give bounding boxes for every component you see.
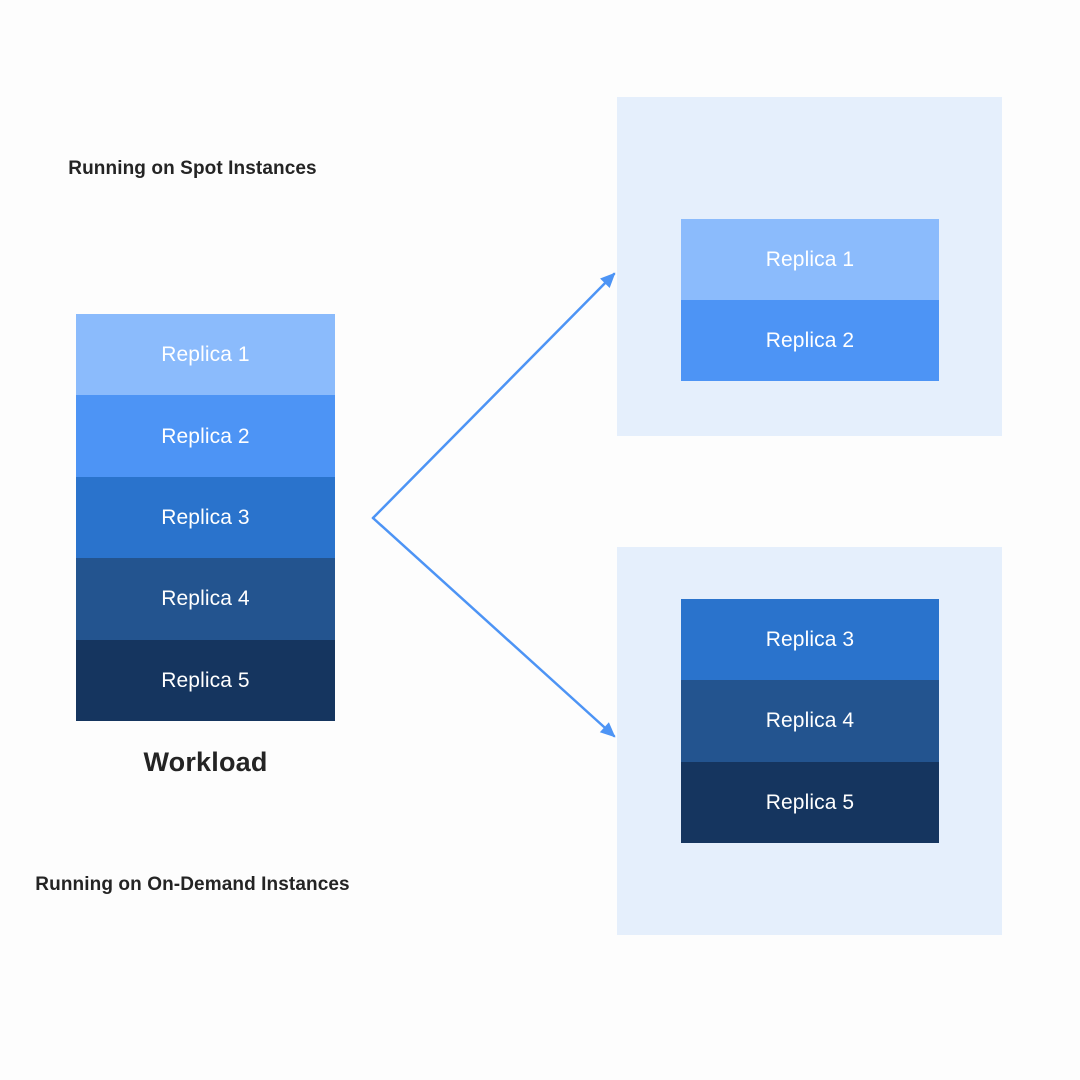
workload-group: Replica 1 Replica 2 Replica 3 Replica 4 …: [76, 314, 335, 778]
replica-label: Replica 2: [161, 424, 250, 448]
replica-label: Replica 4: [161, 587, 250, 611]
replica-label: Replica 5: [161, 668, 250, 692]
arrow-to-spot: [371, 272, 616, 520]
spot-replica-block[interactable]: Replica 2: [681, 300, 939, 381]
arrow-to-ondemand: [371, 516, 616, 738]
spot-replica-stack: Replica 1 Replica 2: [681, 219, 939, 381]
replica-label: Replica 4: [765, 709, 855, 733]
workload-title: Workload: [143, 747, 268, 777]
workload-replica-stack: Replica 1 Replica 2 Replica 3 Replica 4 …: [76, 314, 335, 722]
replica-label: Replica 1: [765, 248, 855, 271]
workload-replica-block[interactable]: Replica 5: [76, 639, 335, 722]
ondemand-replica-block[interactable]: Replica 3: [681, 599, 939, 681]
workload-replica-block[interactable]: Replica 2: [76, 395, 335, 477]
panel-spot-title: Running on Spot Instances: [68, 158, 317, 179]
workload-replica-block[interactable]: Replica 3: [76, 476, 335, 559]
replica-label: Replica 2: [765, 329, 855, 352]
replica-label: Replica 5: [765, 790, 855, 814]
workload-replica-block[interactable]: Replica 1: [76, 314, 335, 396]
spot-replica-block[interactable]: Replica 1: [681, 219, 939, 300]
workload-replica-block[interactable]: Replica 4: [76, 558, 335, 640]
panel-ondemand-title: Running on On-Demand Instances: [35, 874, 350, 895]
replica-label: Replica 3: [765, 628, 855, 652]
ondemand-replica-block[interactable]: Replica 5: [681, 761, 939, 843]
ondemand-replica-stack: Replica 3 Replica 4 Replica 5: [681, 599, 939, 843]
ondemand-replica-block[interactable]: Replica 4: [681, 680, 939, 762]
replica-label: Replica 3: [161, 506, 250, 530]
replica-label: Replica 1: [161, 343, 250, 367]
